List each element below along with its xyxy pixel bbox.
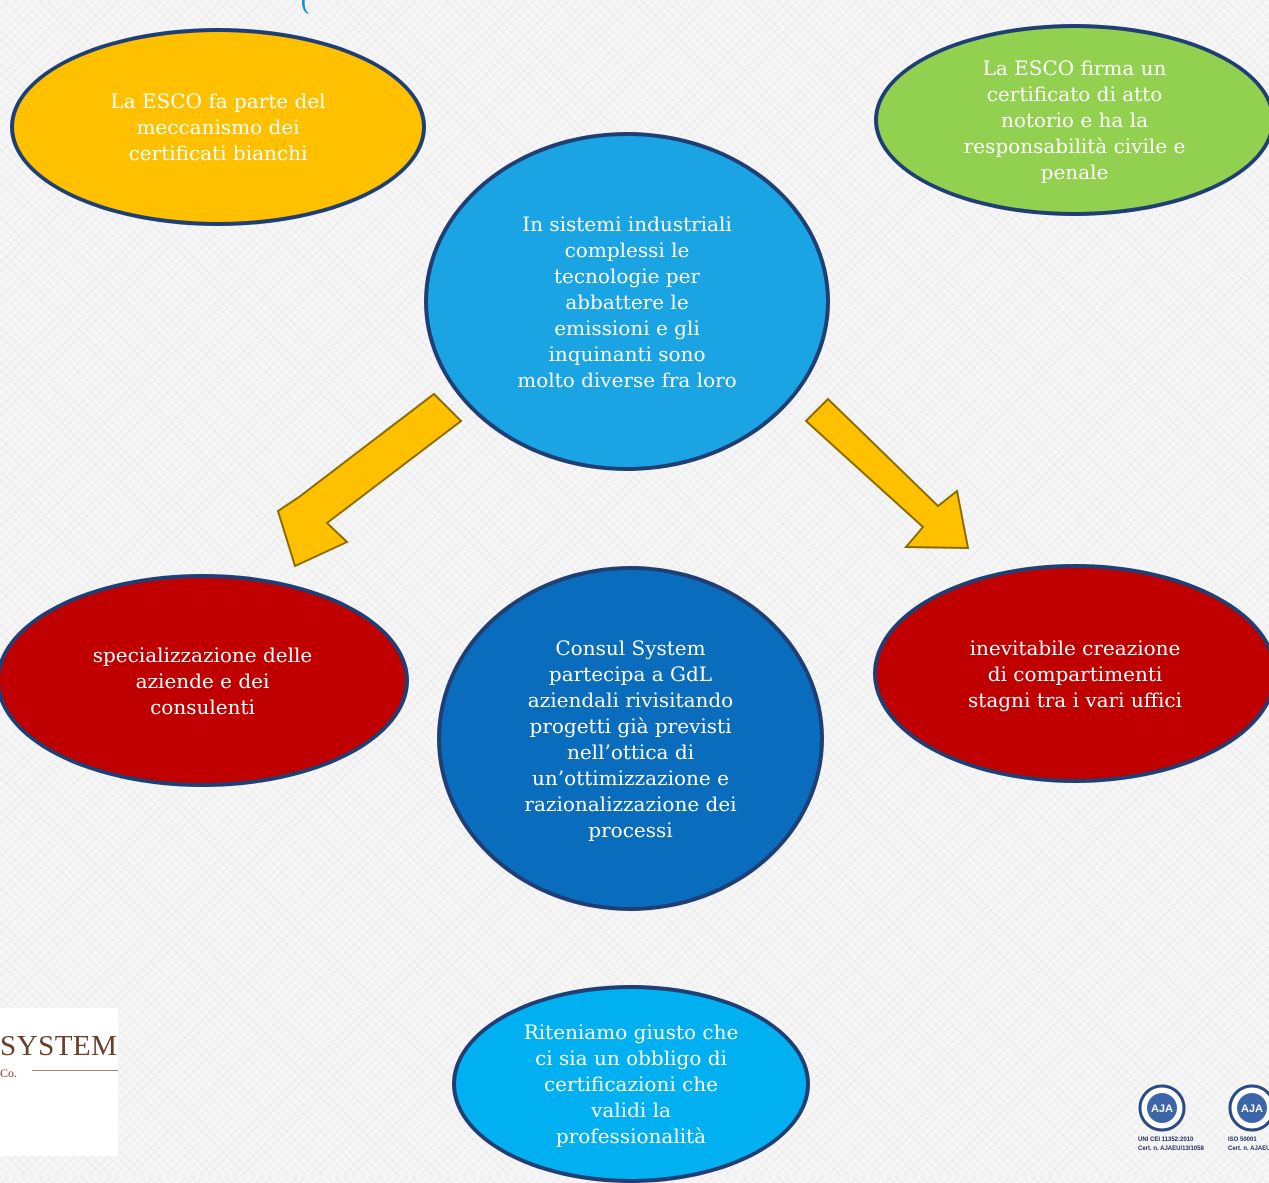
arrow-down-left (276, 392, 463, 568)
node-text-line: progetti già previsti (529, 713, 732, 738)
slide-title-fragment: ( (300, 0, 311, 17)
node-text-line: validi la (591, 1098, 671, 1122)
logo-wordmark: SYSTEM (0, 1030, 118, 1062)
node-text-line: Riteniamo giusto che (523, 1020, 739, 1044)
node-text-line: nell’ottica di (566, 739, 695, 764)
aja-badge-right-icon: AJA (1228, 1084, 1269, 1132)
svg-text:AJA: AJA (1151, 1103, 1173, 1115)
node-text-line: tecnologie per (553, 263, 700, 288)
node-text-line: molto diverse fra loro (517, 367, 737, 392)
node-text-line: certificato di atto (986, 82, 1163, 106)
logo-subtext: Co. (0, 1066, 18, 1080)
node-text-line: meccanismo dei (136, 115, 300, 139)
node-text-line: specializzazione delle (92, 642, 313, 667)
node-text-line: emissioni e gli (554, 315, 700, 340)
node-text-line: certificazioni che (543, 1072, 719, 1096)
consul-system-logo: SYSTEM Co. (0, 1008, 118, 1156)
badge-right-caption-1: ISO 50001 (1228, 1137, 1257, 1143)
node-text-line: consulenti (150, 694, 255, 719)
node-text-line: inquinanti sono (548, 341, 706, 366)
node-text-line: certificati bianchi (128, 141, 308, 165)
node-text-line: La ESCO firma un (982, 56, 1167, 80)
node-text-line: In sistemi industriali (522, 211, 732, 236)
node-text-line: professionalità (555, 1124, 707, 1148)
arrow-down-right (804, 397, 970, 550)
node-text-line: aziendali rivisitando (527, 687, 734, 712)
node-text-line: ci sia un obbligo di (535, 1046, 727, 1070)
logo-rule (32, 1070, 118, 1071)
node-text-line: di compartimenti (987, 661, 1163, 686)
node-text-line: notorio e ha la (1000, 108, 1148, 132)
node-text-line: aziende e dei (135, 668, 270, 693)
aja-badge-left-icon: AJA (1138, 1084, 1186, 1132)
node-text-line: penale (1040, 160, 1109, 184)
badge-right-caption-2: Cert. n. AJAEU (1228, 1146, 1269, 1152)
node-text-line: abbattere le (565, 289, 689, 314)
svg-text:AJA: AJA (1241, 1103, 1263, 1115)
badge-left-caption-2: Cert. n. AJAEU/13/1058 (1138, 1146, 1204, 1152)
node-text-line: processi (588, 817, 673, 842)
node-text-line: responsabilità civile e (963, 134, 1186, 158)
node-text-line: Consul System (555, 635, 706, 660)
node-text-line: un’ottimizzazione e (532, 765, 729, 790)
badge-left-caption-1: UNI CEI 11352:2010 (1138, 1137, 1194, 1143)
node-text-line: inevitabile creazione (969, 635, 1181, 660)
node-text-line: stagni tra i vari uffici (968, 687, 1182, 712)
node-text-line: partecipa a GdL (548, 661, 713, 686)
node-text-line: complessi le (564, 237, 690, 262)
node-text-line: La ESCO fa parte del (110, 89, 326, 113)
certification-badges: AJA AJA UNI CEI 11352:2010 Cert. n. AJAE… (1138, 1084, 1269, 1176)
node-text-line: razionalizzazione dei (524, 791, 737, 816)
